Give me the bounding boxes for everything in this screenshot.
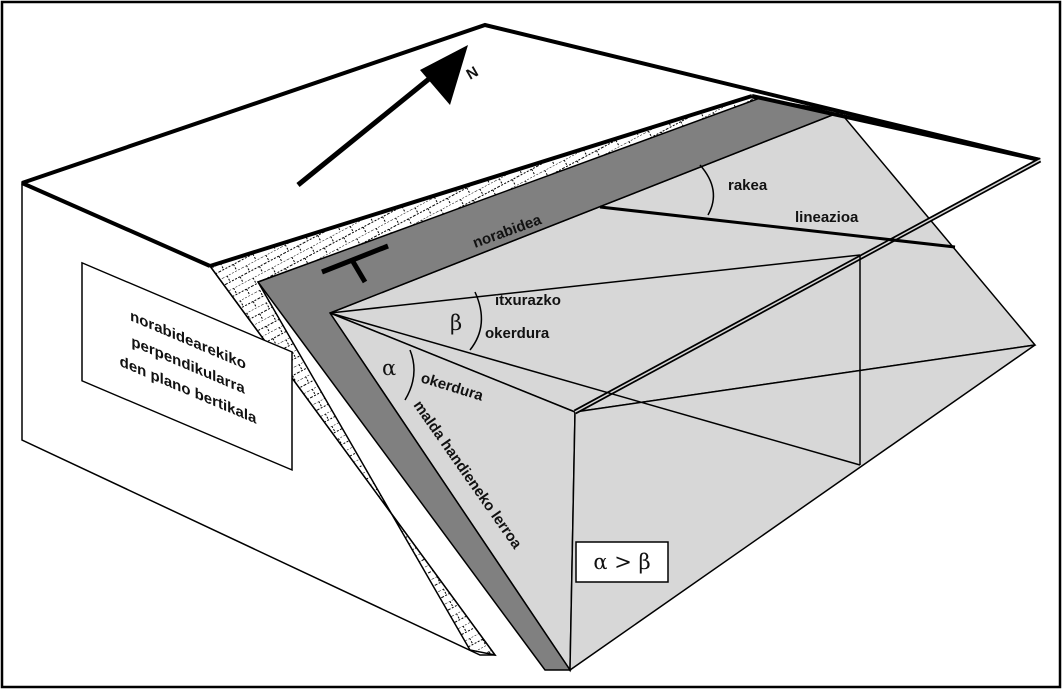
top-right-edge: [751, 94, 1041, 162]
strike-edge: [209, 94, 753, 268]
top-left-edge: [21, 181, 211, 268]
north-label: N: [464, 63, 482, 83]
right-face: [569, 344, 1036, 672]
true-dip-line: [329, 312, 861, 466]
alpha-arc: [404, 349, 415, 401]
north-arrow-icon: [420, 45, 468, 105]
vertical-plane-panel: norabidearekiko perpendikularra den plan…: [81, 261, 293, 472]
right-edge-inner: [574, 159, 1041, 413]
north-arrow-shaft: [296, 68, 442, 187]
lineation-label: lineazioa: [795, 209, 859, 226]
strike-symbol-bar: [321, 243, 389, 275]
alpha-symbol: α: [382, 356, 396, 380]
apparent-dip-label-2: okerdura: [485, 325, 550, 342]
relation-label: α > β: [593, 550, 650, 574]
beta-arc: [469, 291, 483, 351]
rake-label: rakea: [728, 177, 768, 194]
apparent-dip-label-1: itxurazko: [495, 292, 561, 309]
strike-dip-symbol-icon: [349, 258, 368, 284]
beta-symbol: β: [450, 311, 462, 335]
apparent-dip-line: [329, 254, 861, 314]
rake-arc: [699, 164, 715, 216]
vertical-plane-box: [81, 261, 293, 472]
relation-box: [575, 541, 669, 583]
top-surface-edge: [21, 22, 1041, 185]
lineation-line: [599, 205, 956, 249]
